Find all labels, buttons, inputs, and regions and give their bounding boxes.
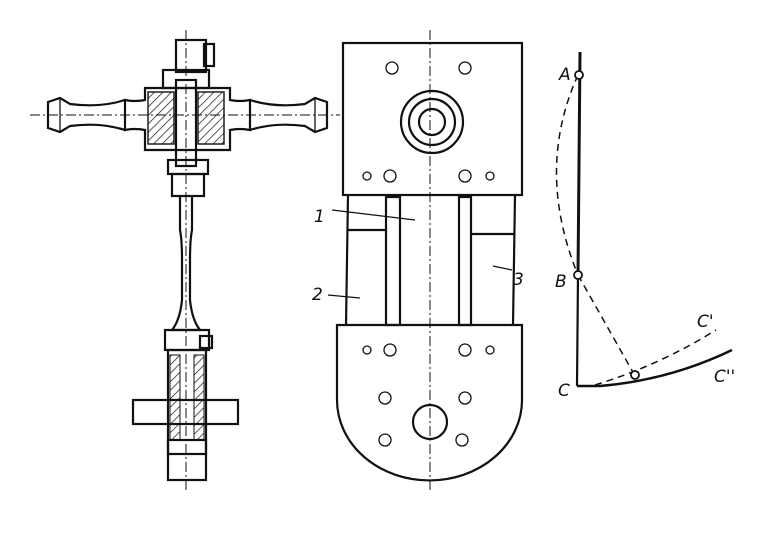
curve-label-c-double-prime: C'' — [714, 367, 735, 387]
front-view: 1 2 3 — [312, 30, 524, 490]
kinematic-scheme: A B C C' C'' — [555, 51, 735, 401]
section-view — [30, 30, 340, 490]
point-label-a: A — [558, 65, 571, 85]
part-label-3: 3 — [513, 270, 524, 290]
point-label-b: B — [555, 272, 567, 292]
part-label-1: 1 — [314, 207, 325, 227]
curve-label-c-prime: C' — [697, 312, 714, 332]
part-label-2: 2 — [312, 285, 323, 305]
point-label-c: C — [558, 381, 570, 401]
